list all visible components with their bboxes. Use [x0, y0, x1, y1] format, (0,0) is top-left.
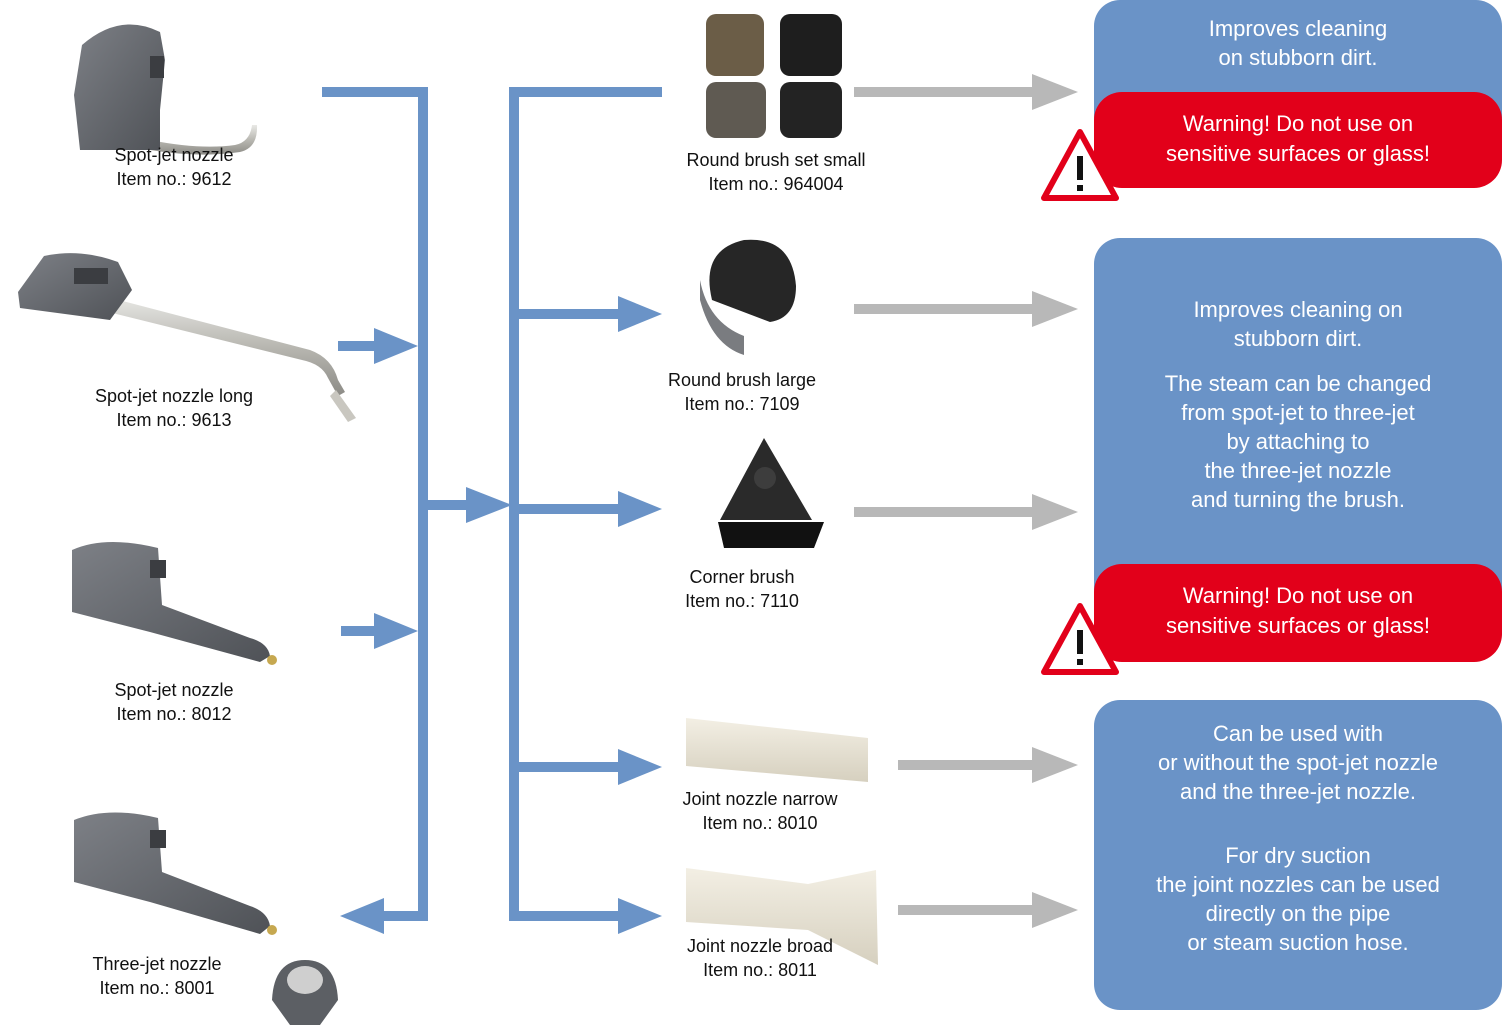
joint-nozzle-narrow-image [686, 718, 868, 782]
caption-round-brush-large: Round brush large Item no.: 7109 [668, 368, 816, 416]
item-number: Item no.: 8012 [116, 704, 232, 724]
blue-arrowheads [340, 296, 662, 934]
warning-banner-1: Warning! Do not use on sensitive surface… [1094, 92, 1502, 188]
item-number: Item no.: 8011 [703, 960, 817, 980]
warning-triangle-icon [1041, 603, 1119, 675]
item-number: Item no.: 964004 [708, 174, 844, 194]
spot-jet-nozzle-9612-image [74, 24, 258, 155]
item-number: Item no.: 8001 [99, 978, 215, 998]
caption-spot-jet-nozzle-8012: Spot-jet nozzle Item no.: 8012 [114, 678, 233, 726]
caption-three-jet-nozzle-8001: Three-jet nozzle Item no.: 8001 [92, 952, 221, 1000]
item-name: Round brush set small [686, 150, 866, 170]
item-name: Round brush large [667, 370, 817, 390]
round-brush-large-image [700, 239, 796, 355]
info-text-2: For dry suction the joint nozzles can be… [1156, 843, 1440, 955]
item-name: Joint nozzle broad [686, 936, 834, 956]
warning-triangle-icon [1041, 129, 1119, 201]
info-text-2: The steam can be changed from spot-jet t… [1164, 371, 1432, 512]
item-name: Joint nozzle narrow [682, 789, 838, 809]
caption-spot-jet-nozzle-long-9613: Spot-jet nozzle long Item no.: 9613 [95, 384, 253, 432]
item-name: Spot-jet nozzle long [94, 386, 254, 406]
item-number: Item no.: 7109 [684, 394, 800, 414]
info-box-2: Improves cleaning on stubborn dirt. The … [1094, 238, 1502, 618]
item-name: Spot-jet nozzle [114, 680, 234, 700]
info-box-3: Can be used with or without the spot-jet… [1094, 700, 1502, 1010]
item-number: Item no.: 9612 [116, 169, 232, 189]
blue-connectors [322, 87, 662, 921]
caption-joint-nozzle-narrow: Joint nozzle narrow Item no.: 8010 [682, 787, 837, 835]
three-jet-nozzle-8001-image [74, 812, 338, 1025]
spot-jet-nozzle-8012-image [72, 541, 277, 665]
info-text: Improves cleaning on stubborn dirt. [1193, 297, 1403, 351]
spot-jet-nozzle-long-9613-image [18, 253, 356, 422]
item-name: Corner brush [689, 567, 795, 587]
corner-brush-image [718, 438, 824, 548]
item-name: Three-jet nozzle [92, 954, 222, 974]
warning-banner-2: Warning! Do not use on sensitive surface… [1094, 564, 1502, 662]
item-number: Item no.: 8010 [702, 813, 818, 833]
item-name: Spot-jet nozzle [114, 145, 234, 165]
caption-joint-nozzle-broad: Joint nozzle broad Item no.: 8011 [687, 934, 833, 982]
caption-round-brush-set-small: Round brush set small Item no.: 964004 [686, 148, 865, 196]
joint-nozzle-broad-image [686, 868, 878, 965]
gray-pointer-arrows [854, 74, 1078, 928]
caption-corner-brush: Corner brush Item no.: 7110 [685, 565, 799, 613]
info-text: Improves cleaning on stubborn dirt. [1208, 16, 1388, 70]
item-number: Item no.: 9613 [116, 410, 232, 430]
info-text: Can be used with or without the spot-jet… [1157, 721, 1439, 804]
round-brush-set-small-image [706, 14, 842, 138]
item-number: Item no.: 7110 [685, 591, 799, 611]
caption-spot-jet-nozzle-9612: Spot-jet nozzle Item no.: 9612 [114, 143, 233, 191]
